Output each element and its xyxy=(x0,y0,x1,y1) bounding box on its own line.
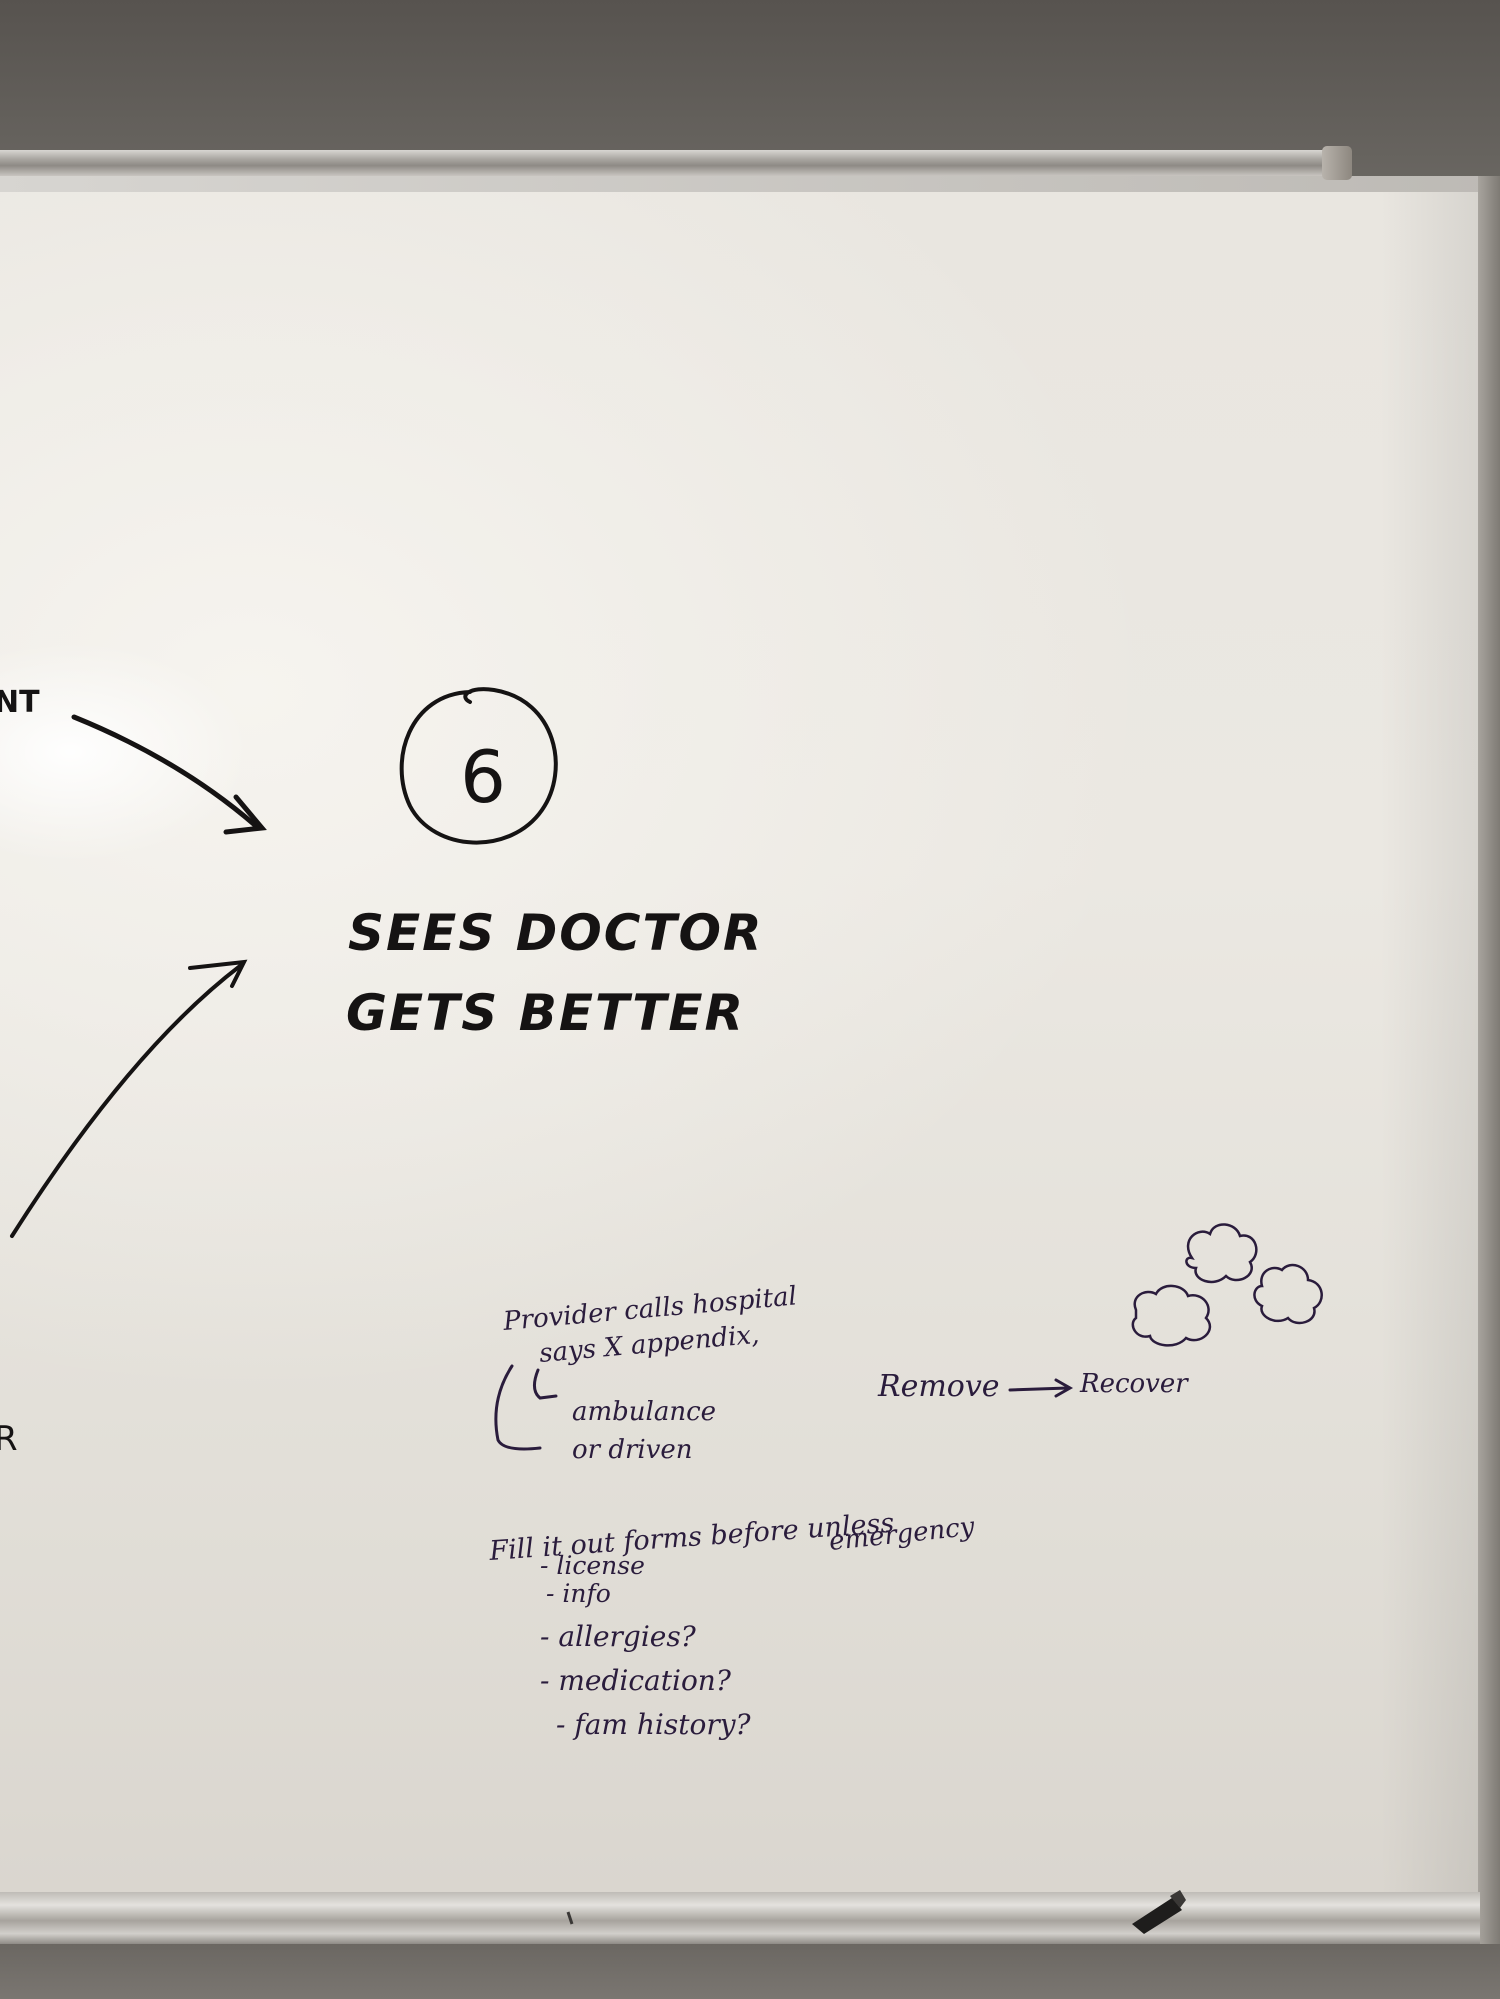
checklist-item: - fam history? xyxy=(556,1708,752,1741)
whiteboard-surface xyxy=(0,192,1478,1892)
checklist-item: - allergies? xyxy=(540,1620,697,1653)
step-title-line1: SEES DOCTOR xyxy=(348,904,764,962)
marker-on-tray-icon xyxy=(1132,1890,1186,1934)
checklist-item: - info xyxy=(546,1579,611,1608)
frame-right-edge xyxy=(1478,176,1500,1971)
board-shadow xyxy=(1380,192,1478,1892)
tray-mark xyxy=(566,1911,574,1925)
arrow-up-right-icon xyxy=(10,959,248,1238)
flow-from: Remove xyxy=(877,1369,1000,1404)
arrow-down-right-icon xyxy=(71,714,267,835)
clouds-doodle-icon xyxy=(1131,1223,1323,1347)
arrow-right-icon xyxy=(1008,1378,1074,1398)
top-rail xyxy=(0,150,1352,176)
checklist-item: - license xyxy=(540,1551,645,1580)
wall-below xyxy=(0,1944,1500,1999)
step-number: 6 xyxy=(460,735,506,819)
checklist: - license - info - allergies? - medicati… xyxy=(540,1551,752,1741)
transport-line2: or driven xyxy=(572,1435,693,1465)
bracket-icon xyxy=(494,1364,558,1451)
flow-to: Recover xyxy=(1079,1369,1189,1399)
checklist-item: - medication? xyxy=(540,1664,732,1697)
marker-tray xyxy=(0,1892,1480,1944)
partial-left-lower-text: R xyxy=(0,1419,18,1459)
transport-line1: ambulance xyxy=(572,1397,716,1427)
partial-left-text: NT xyxy=(0,685,40,720)
step-title-line2: GETS BETTER xyxy=(346,984,745,1042)
rail-end-cap xyxy=(1322,146,1352,180)
step-number-circle: 6 xyxy=(399,687,558,845)
